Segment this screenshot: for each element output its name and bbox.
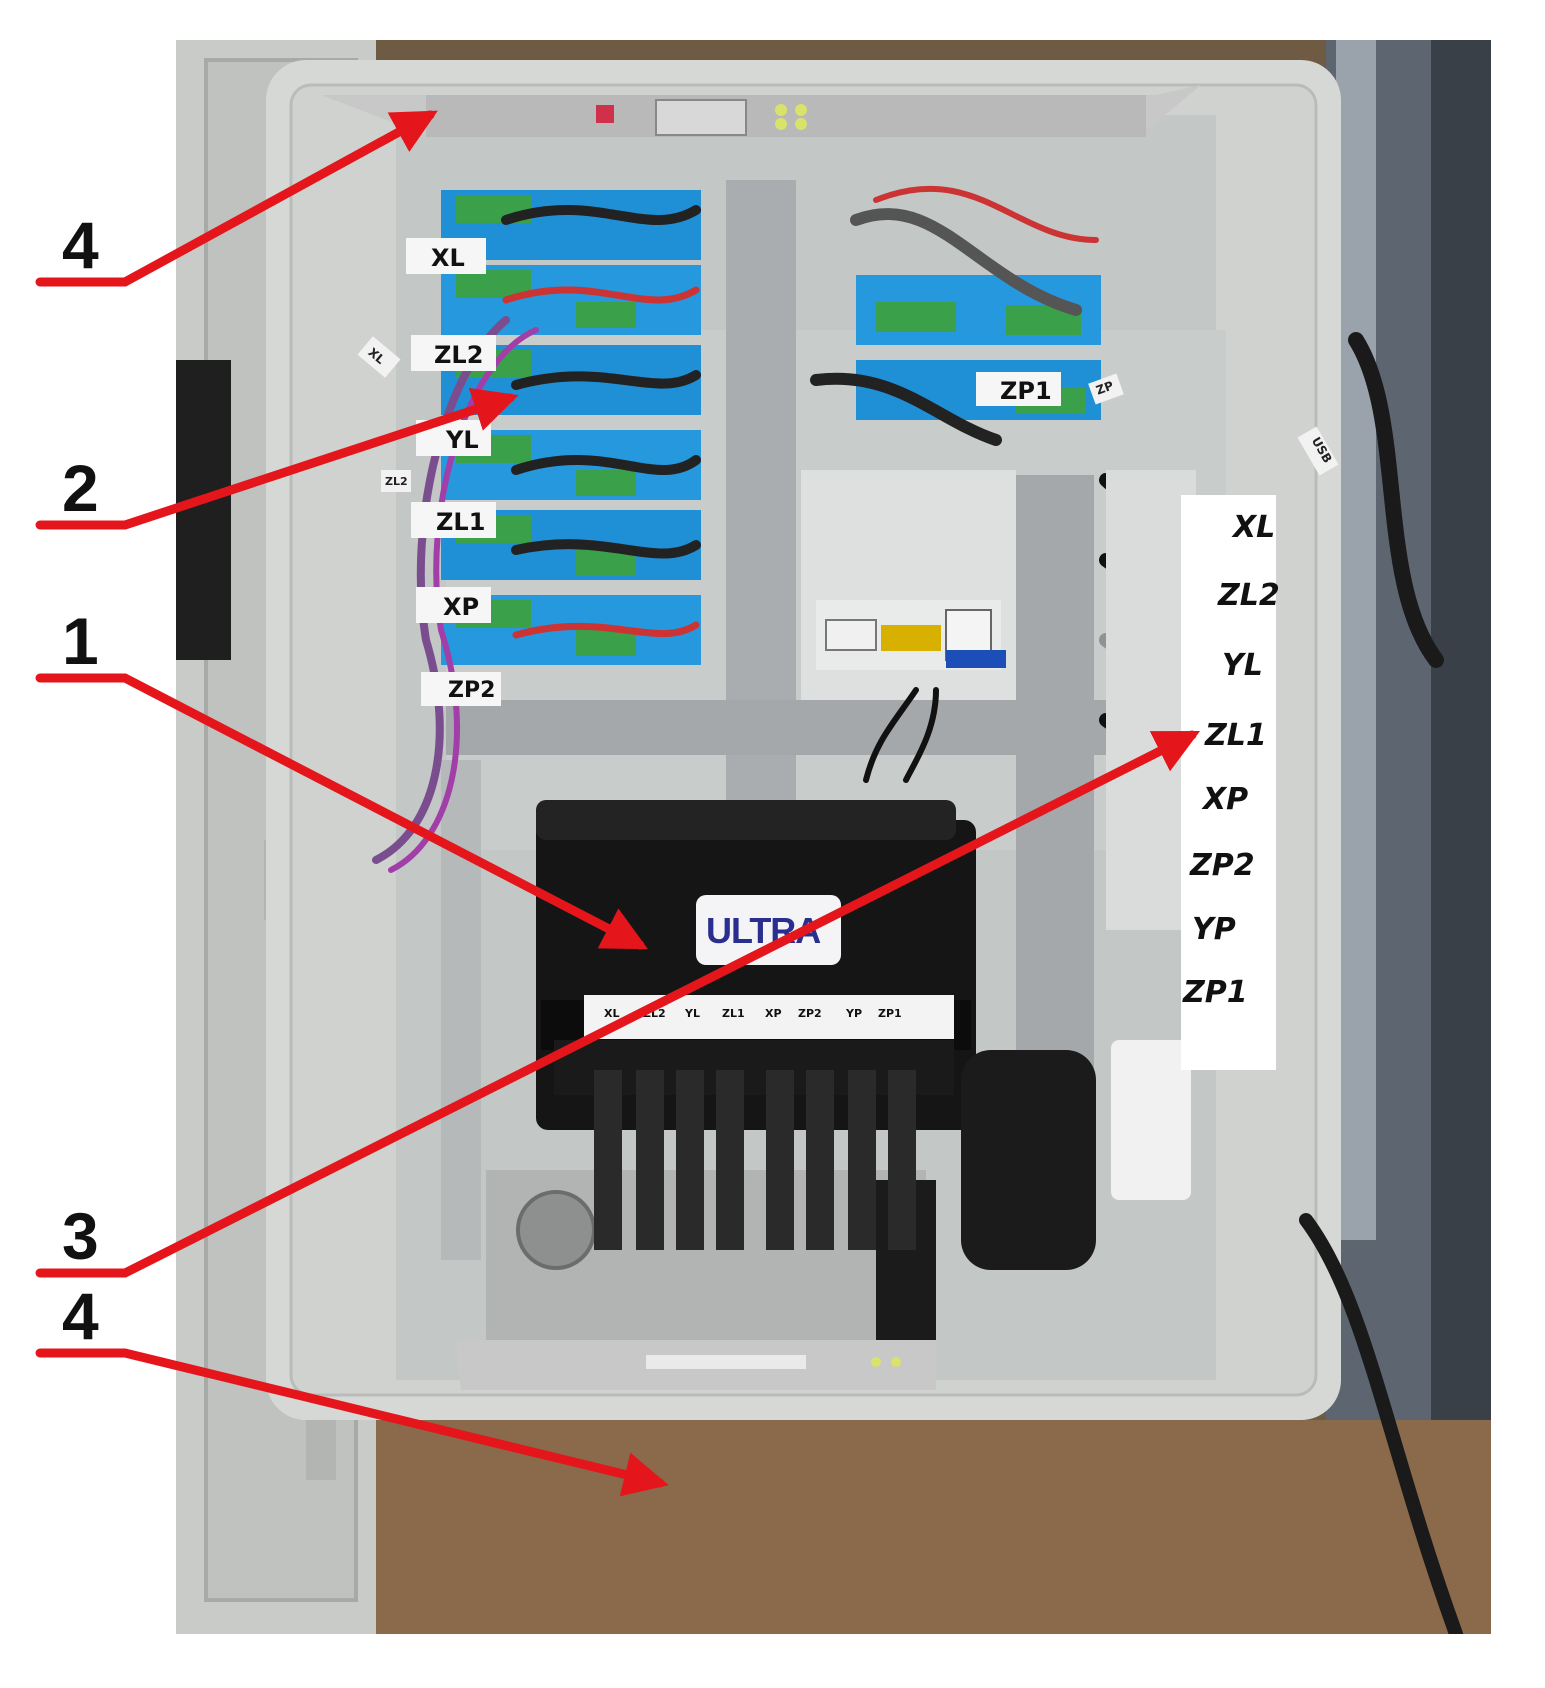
driver-tag-xl [406, 238, 486, 274]
driver-tag-zl2 [411, 335, 496, 371]
door-fan [176, 360, 231, 660]
side-label-strip [1181, 495, 1276, 1070]
callout-number-3: 3 [62, 1199, 99, 1273]
callout-number-4-top: 4 [62, 208, 99, 282]
driver-tag-xp [416, 587, 491, 623]
power-adapter [961, 1050, 1096, 1270]
callout-number-2: 2 [62, 451, 99, 525]
top-power-supply [321, 85, 1201, 137]
driver-tag-zp2 [421, 672, 501, 706]
callout-number-1: 1 [62, 604, 99, 678]
controller-port-label-plate [584, 995, 954, 1039]
enclosure-photo [176, 40, 1491, 1634]
callout-number-4-bottom: 4 [62, 1279, 99, 1353]
driver-tag-zl1 [411, 502, 496, 538]
driver-tag-yl [416, 420, 491, 456]
driver-tag-zp1 [976, 372, 1061, 406]
ultra-logo-plate [696, 895, 841, 965]
white-module [1111, 1040, 1191, 1200]
